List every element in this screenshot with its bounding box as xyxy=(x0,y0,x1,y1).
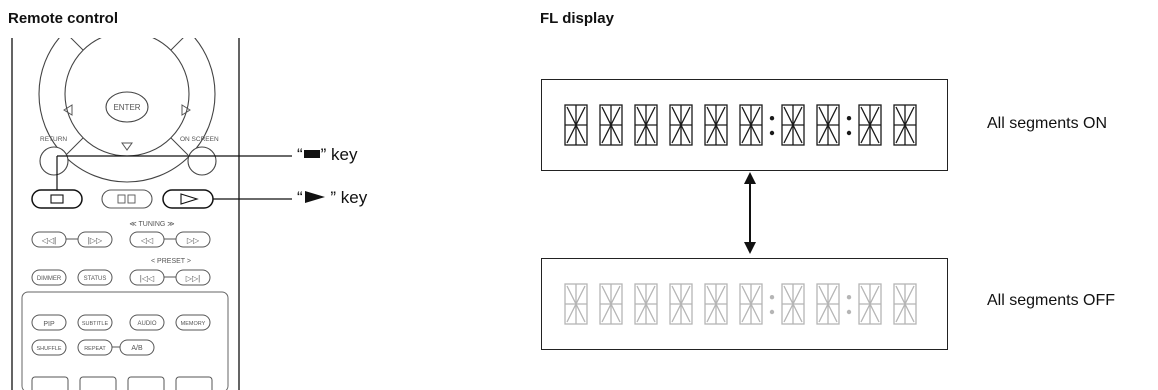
stop-key-callout: “” key xyxy=(297,145,358,164)
status-button[interactable]: STATUS xyxy=(77,269,113,286)
fl-display-segments-on xyxy=(541,79,948,171)
bottom-key-4[interactable] xyxy=(175,376,213,390)
colon-separator xyxy=(769,295,775,315)
segment-digit xyxy=(816,104,840,146)
enter-label: ENTER xyxy=(113,103,140,112)
tuning-label: ≪ TUNING ≫ xyxy=(129,221,174,228)
on-screen-label: ON SCREEN xyxy=(180,136,219,143)
pip-button[interactable]: PIP xyxy=(31,314,67,331)
segment-digit xyxy=(669,283,693,325)
fl-display-off-digits xyxy=(564,283,917,325)
on-screen-button[interactable] xyxy=(187,146,217,176)
ab-button[interactable]: A/B xyxy=(119,339,155,356)
repeat-button[interactable]: REPEAT xyxy=(77,339,113,356)
play-triangle-icon xyxy=(304,191,325,204)
segment-digit xyxy=(599,283,623,325)
svg-text:SHUFFLE: SHUFFLE xyxy=(36,346,61,352)
tuning-up-button[interactable]: ▷▷ xyxy=(175,231,211,248)
segment-digit xyxy=(564,104,588,146)
shuffle-button[interactable]: SHUFFLE xyxy=(31,339,67,356)
preset-up-button[interactable]: ▷▷| xyxy=(175,269,211,286)
all-segments-off-label: All segments OFF xyxy=(987,292,1116,309)
svg-text:◁◁|: ◁◁| xyxy=(42,236,56,245)
segment-digit xyxy=(704,104,728,146)
segment-digit xyxy=(704,283,728,325)
dpad-left-arrow[interactable] xyxy=(63,104,73,116)
skip-forward-button[interactable]: |▷▷ xyxy=(77,231,113,248)
svg-text:DIMMER: DIMMER xyxy=(37,276,62,282)
stop-square-icon xyxy=(303,150,320,159)
svg-text:MEMORY: MEMORY xyxy=(181,321,206,327)
segment-digit xyxy=(893,104,917,146)
svg-text:|▷▷: |▷▷ xyxy=(88,236,103,245)
segment-digit xyxy=(634,283,658,325)
toggle-double-arrow-icon xyxy=(744,172,756,254)
svg-text:▷▷|: ▷▷| xyxy=(186,274,200,283)
remote-control-illustration: ENTER RETURN ON SCREEN ≪ TUNING ≫ ◁◁| |▷… xyxy=(11,38,292,390)
fl-display-on-digits xyxy=(564,104,917,146)
segment-digit xyxy=(599,104,623,146)
segment-digit xyxy=(564,283,588,325)
segment-digit xyxy=(739,283,763,325)
colon-separator xyxy=(846,295,852,315)
svg-text:A/B: A/B xyxy=(131,345,143,352)
bottom-key-1[interactable] xyxy=(31,376,69,390)
enter-button[interactable]: ENTER xyxy=(105,91,149,123)
preset-down-button[interactable]: |◁◁ xyxy=(129,269,165,286)
fl-display-title: FL display xyxy=(540,10,614,27)
segment-digit xyxy=(858,104,882,146)
all-segments-on-label: All segments ON xyxy=(987,115,1108,132)
svg-text:PIP: PIP xyxy=(43,321,55,328)
subtitle-button[interactable]: SUBTITLE xyxy=(77,314,113,331)
colon-separator xyxy=(769,116,775,136)
segment-digit xyxy=(858,283,882,325)
preset-label: < PRESET > xyxy=(151,258,191,265)
dimmer-button[interactable]: DIMMER xyxy=(31,269,67,286)
svg-text:▷▷: ▷▷ xyxy=(187,236,200,245)
segment-digit xyxy=(634,104,658,146)
remote-control-title: Remote control xyxy=(8,10,119,27)
svg-text:◁◁: ◁◁ xyxy=(141,236,154,245)
lower-button-panel xyxy=(21,291,229,390)
stop-button[interactable] xyxy=(31,189,83,209)
bottom-key-2[interactable] xyxy=(79,376,117,390)
play-key-callout: “ ” key xyxy=(297,188,368,207)
svg-text:AUDIO: AUDIO xyxy=(137,321,156,327)
dpad-down-arrow[interactable] xyxy=(121,142,133,151)
segment-digit xyxy=(739,104,763,146)
tuning-down-button[interactable]: ◁◁ xyxy=(129,231,165,248)
svg-text:|◁◁: |◁◁ xyxy=(140,274,155,283)
segment-digit xyxy=(816,283,840,325)
memory-button[interactable]: MEMORY xyxy=(175,314,211,331)
play-button[interactable] xyxy=(162,189,214,209)
audio-button[interactable]: AUDIO xyxy=(129,314,165,331)
segment-digit xyxy=(893,283,917,325)
dpad-right-arrow[interactable] xyxy=(181,104,191,116)
bottom-key-3[interactable] xyxy=(127,376,165,390)
fl-display-segments-off xyxy=(541,258,948,350)
svg-text:STATUS: STATUS xyxy=(84,276,107,282)
return-button[interactable] xyxy=(39,146,69,176)
svg-text:SUBTITLE: SUBTITLE xyxy=(82,321,109,327)
pause-button[interactable] xyxy=(101,189,153,209)
segment-digit xyxy=(669,104,693,146)
return-label: RETURN xyxy=(40,136,67,143)
svg-text:REPEAT: REPEAT xyxy=(84,346,106,352)
segment-digit xyxy=(781,283,805,325)
skip-back-button[interactable]: ◁◁| xyxy=(31,231,67,248)
colon-separator xyxy=(846,116,852,136)
segment-digit xyxy=(781,104,805,146)
